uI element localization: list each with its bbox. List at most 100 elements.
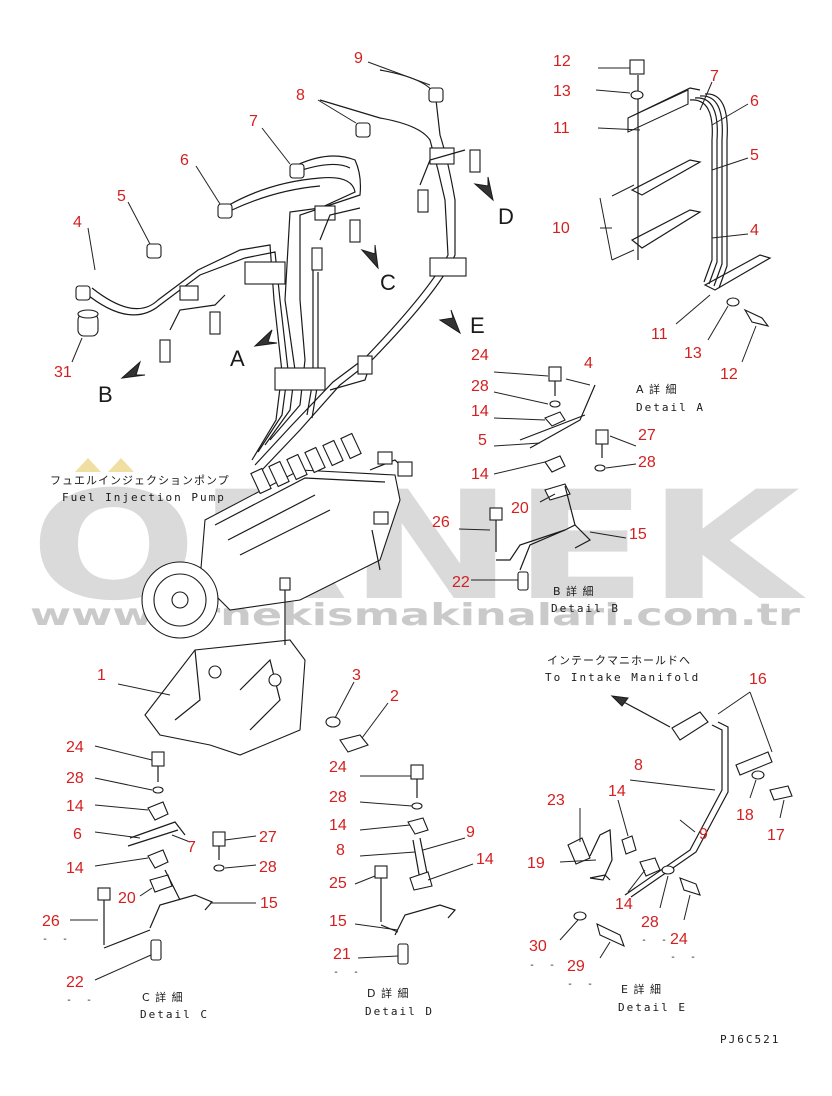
- detail-a: 12 13 11 10 7 6 5 4 11 13 12 A 詳 細 Detai…: [552, 53, 772, 414]
- callout-a-4: 4: [750, 222, 759, 239]
- callout-b-4: 4: [584, 355, 593, 372]
- view-label-b: B: [98, 382, 113, 407]
- callout-a-5: 5: [750, 147, 759, 164]
- callout-c-14-top: 14: [66, 798, 84, 815]
- callout-c-15: 15: [260, 895, 278, 912]
- dash-mark-e-24: - -: [670, 952, 700, 963]
- callout-d-15: 15: [329, 913, 347, 930]
- watermark-logo-mark: [75, 458, 134, 472]
- detail-a-title-en: Detail A: [636, 401, 705, 414]
- callout-a-10: 10: [552, 220, 570, 237]
- callout-c-14-bottom: 14: [66, 860, 84, 877]
- callout-d-8: 8: [336, 842, 345, 859]
- callout-a-13-top: 13: [553, 83, 571, 100]
- dash-mark-d-21: - -: [333, 967, 363, 978]
- callout-a-7: 7: [710, 68, 719, 85]
- view-arrow-e-icon: [438, 309, 462, 335]
- callout-b-28-top: 28: [471, 378, 489, 395]
- view-arrow-b-icon: [120, 360, 146, 379]
- callout-b-24: 24: [471, 347, 489, 364]
- callout-31: 31: [54, 364, 72, 381]
- main-assembly: 9 8 7 6 5 4 31 1 3 2 A B C D E フュエルインジェク…: [50, 50, 514, 756]
- pump-bracket: [144, 577, 306, 756]
- callout-c-20: 20: [118, 890, 136, 907]
- callout-e-14-top: 14: [608, 783, 626, 800]
- detail-b-title-jp: B 詳 細: [553, 584, 595, 598]
- detail-a-title-jp: A 詳 細: [636, 382, 678, 396]
- callout-b-15: 15: [629, 526, 647, 543]
- callout-b-5: 5: [478, 432, 487, 449]
- callout-c-6: 6: [73, 826, 82, 843]
- callout-c-7: 7: [187, 839, 196, 856]
- view-arrow-a-icon: [253, 329, 278, 347]
- callout-e-19: 19: [527, 855, 545, 872]
- callout-c-24: 24: [66, 739, 84, 756]
- callout-c-27: 27: [259, 829, 277, 846]
- detail-b: 24 28 14 4 5 14 27 28 20 26 15 22 B 詳 細 …: [432, 347, 656, 615]
- pump-label-jp: フュエルインジェクションポンプ: [50, 474, 230, 487]
- intake-label-jp: インテークマニホールドへ: [547, 654, 691, 667]
- view-label-d: D: [498, 204, 514, 229]
- callout-d-24: 24: [329, 759, 347, 776]
- callout-b-28-bottom: 28: [638, 454, 656, 471]
- view-arrow-c-icon: [360, 244, 379, 270]
- callout-d-9: 9: [466, 824, 475, 841]
- callout-b-22: 22: [452, 574, 470, 591]
- detail-c-title-jp: C 詳 細: [142, 990, 184, 1004]
- callout-c-28-top: 28: [66, 770, 84, 787]
- callout-a-12-top: 12: [553, 53, 571, 70]
- callout-c-28-bottom: 28: [259, 859, 277, 876]
- callout-b-14-bottom: 14: [471, 466, 489, 483]
- callout-b-27: 27: [638, 427, 656, 444]
- callout-e-9: 9: [699, 826, 708, 843]
- callout-5: 5: [117, 188, 126, 205]
- callout-d-14-bottom: 14: [476, 851, 494, 868]
- drawing-code: PJ6C521: [720, 1033, 780, 1046]
- detail-e-title-jp: E 詳 細: [621, 982, 662, 996]
- callout-e-24: 24: [670, 931, 688, 948]
- callout-b-26: 26: [432, 514, 450, 531]
- callout-8: 8: [296, 87, 305, 104]
- callout-a-6: 6: [750, 93, 759, 110]
- detail-c-title-en: Detail C: [140, 1008, 209, 1021]
- callout-d-14-top: 14: [329, 817, 347, 834]
- intake-label-en: To Intake Manifold: [545, 671, 700, 684]
- callout-e-18: 18: [736, 807, 754, 824]
- pump-label-en: Fuel Injection Pump: [62, 491, 226, 504]
- callout-e-16: 16: [749, 671, 767, 688]
- dash-mark-e-30: - -: [529, 960, 559, 971]
- callout-e-29: 29: [567, 958, 585, 975]
- callout-b-14-top: 14: [471, 403, 489, 420]
- callout-2: 2: [390, 688, 399, 705]
- callout-a-12-bottom: 12: [720, 366, 738, 383]
- callout-c-26: 26: [42, 913, 60, 930]
- callout-e-28: 28: [641, 914, 659, 931]
- callout-e-17: 17: [767, 827, 785, 844]
- view-label-e: E: [470, 313, 485, 338]
- callout-7: 7: [249, 113, 258, 130]
- detail-d: 24 28 14 8 9 14 25 15 21 - - D 詳 細 Detai…: [329, 759, 494, 1018]
- fuel-injection-pump: [141, 432, 413, 639]
- dash-mark-c-26: - -: [42, 934, 72, 945]
- view-label-a: A: [230, 346, 245, 371]
- detail-b-title-en: Detail B: [551, 602, 620, 615]
- callout-d-28: 28: [329, 789, 347, 806]
- callout-e-8: 8: [634, 757, 643, 774]
- callout-1: 1: [97, 667, 106, 684]
- detail-c: 24 28 14 6 7 14 27 28 20 15 26 - - 22 - …: [42, 739, 278, 1021]
- callout-9: 9: [354, 50, 363, 67]
- detail-e-title-en: Detail E: [618, 1001, 687, 1014]
- callout-d-25: 25: [329, 875, 347, 892]
- callout-b-20: 20: [511, 500, 529, 517]
- callout-3: 3: [352, 667, 361, 684]
- detail-d-title-jp: D 詳 細: [367, 986, 409, 1000]
- callout-e-14-bottom: 14: [615, 896, 633, 913]
- detail-e: インテークマニホールドへ To Intake Manifold 16: [527, 654, 793, 1014]
- callout-a-11-top: 11: [553, 120, 570, 137]
- intake-direction-arrow-icon: [610, 695, 629, 707]
- view-arrow-d-icon: [473, 176, 494, 202]
- callout-c-22: 22: [66, 974, 84, 991]
- callout-d-21: 21: [333, 946, 351, 963]
- callout-6: 6: [180, 152, 189, 169]
